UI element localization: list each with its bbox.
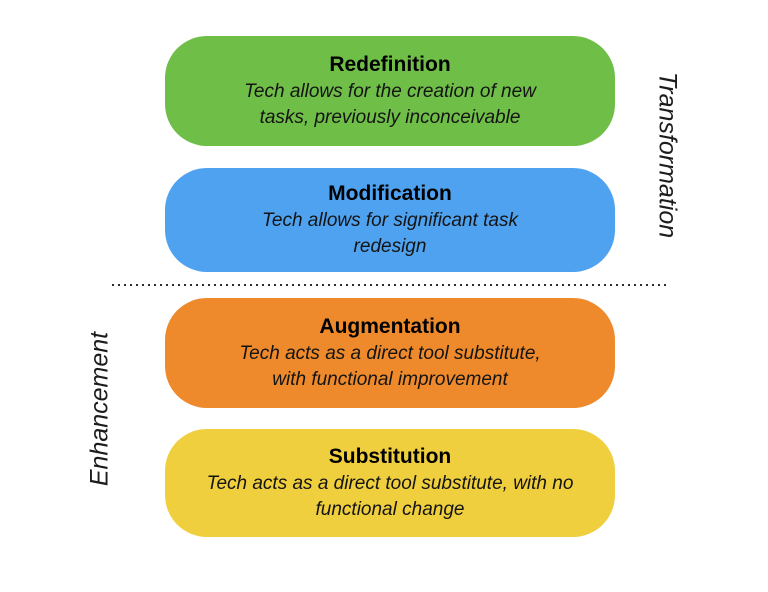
level-box-augmentation: Augmentation Tech acts as a direct tool …: [165, 298, 615, 408]
level-description-line: with functional improvement: [272, 369, 508, 390]
level-description-line: Tech allows for the creation of new: [244, 81, 536, 102]
transformation-label: Transformation: [653, 71, 682, 239]
level-box-redefinition: Redefinition Tech allows for the creatio…: [165, 36, 615, 146]
level-description-line: tasks, previously inconceivable: [259, 107, 521, 128]
level-title-redefinition: Redefinition: [329, 53, 451, 76]
level-title-modification: Modification: [328, 182, 452, 205]
level-description-line: Tech acts as a direct tool substitute,: [239, 343, 541, 364]
enhancement-transformation-divider: [112, 284, 668, 286]
level-description-line: functional change: [315, 499, 465, 520]
level-description-line: redesign: [353, 236, 427, 257]
level-box-substitution: Substitution Tech acts as a direct tool …: [165, 429, 615, 537]
level-title-augmentation: Augmentation: [319, 315, 461, 338]
level-description-line: Tech acts as a direct tool substitute, w…: [206, 473, 574, 494]
level-title-substitution: Substitution: [328, 445, 452, 468]
level-box-modification: Modification Tech allows for significant…: [165, 168, 615, 272]
level-description-line: Tech allows for significant task: [262, 210, 518, 231]
enhancement-label: Enhancement: [85, 331, 114, 487]
